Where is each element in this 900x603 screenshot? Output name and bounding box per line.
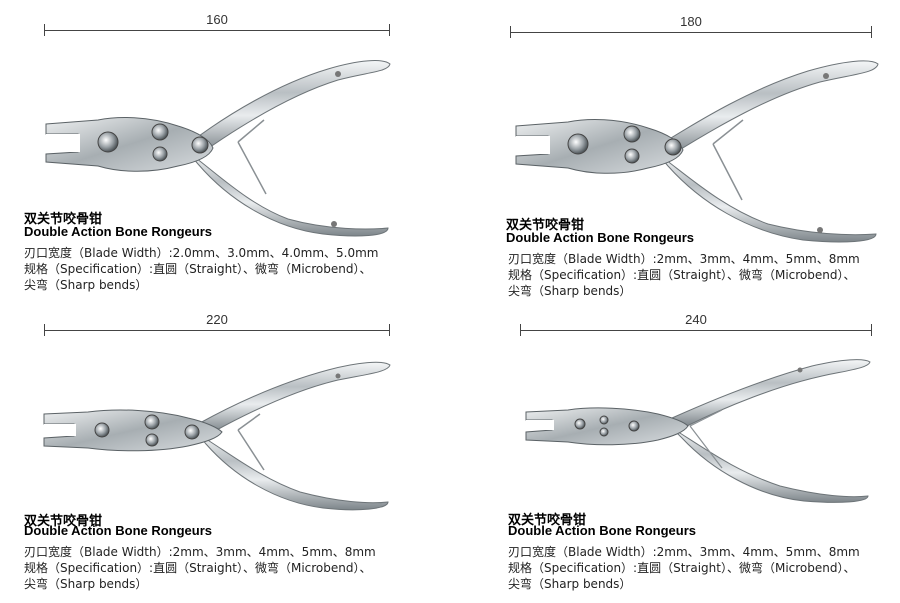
spec-line-blade-width: 刃口宽度（Blade Width）:2mm、3mm、4mm、5mm、8mm <box>24 545 376 559</box>
dimension-bar: 180 <box>510 14 872 44</box>
spec-line-sharp-bends: 尖弯（Sharp bends） <box>508 577 632 591</box>
product-title-en: Double Action Bone Rongeurs <box>506 230 695 245</box>
spec-line-sharp-bends: 尖弯（Sharp bends） <box>508 284 632 298</box>
spec-line-sharp-bends: 尖弯（Sharp bends） <box>24 577 148 591</box>
product-panel-160: 160 双关节咬骨钳 Double Action Bone Rongeurs 刃… <box>0 0 450 300</box>
product-title-cn: 双关节咬骨钳 <box>506 218 585 233</box>
spec-line-blade-width: 刃口宽度（Blade Width）:2mm、3mm、4mm、5mm、8mm <box>508 252 860 266</box>
product-panel-180: 180 双关节咬骨钳 Double Action Bone Rongeurs 刃… <box>450 0 900 300</box>
product-title-cn: 双关节咬骨钳 <box>24 212 103 227</box>
product-title-en: Double Action Bone Rongeurs <box>24 523 213 538</box>
product-title-en: Double Action Bone Rongeurs <box>508 523 697 538</box>
dimension-bar: 220 <box>44 312 390 342</box>
dimension-label: 240 <box>685 312 707 327</box>
product-panel-240: 240 双关节咬骨钳 Double Action Bone Rongeurs 刃… <box>450 300 900 603</box>
dimension-bar: 240 <box>520 312 872 342</box>
dimension-label: 160 <box>206 12 228 27</box>
spec-line-blade-width: 刃口宽度（Blade Width）:2mm、3mm、4mm、5mm、8mm <box>508 545 860 559</box>
spec-line-specification: 规格（Specification）:直圆（Straight）、微弯（Microb… <box>24 262 372 276</box>
spec-line-sharp-bends: 尖弯（Sharp bends） <box>24 278 148 292</box>
rongeur-image <box>43 361 391 511</box>
rongeur-image <box>525 359 871 503</box>
product-title-en: Double Action Bone Rongeurs <box>24 224 213 239</box>
spec-line-specification: 规格（Specification）:直圆（Straight）、微弯（Microb… <box>508 268 856 282</box>
product-panel-220: 220 双关节咬骨钳 Double Action Bone Rongeurs 刃… <box>0 300 450 603</box>
spec-line-specification: 规格（Specification）:直圆（Straight）、微弯（Microb… <box>24 561 372 575</box>
rongeur-image <box>45 60 391 237</box>
spec-line-blade-width: 刃口宽度（Blade Width）:2.0mm、3.0mm、4.0mm、5.0m… <box>24 246 379 260</box>
spec-line-specification: 规格（Specification）:直圆（Straight）、微弯（Microb… <box>508 561 856 575</box>
dimension-label: 220 <box>206 312 228 327</box>
product-title-cn: 双关节咬骨钳 <box>24 514 103 529</box>
rongeur-image <box>515 60 879 243</box>
dimension-label: 180 <box>680 14 702 29</box>
product-title-cn: 双关节咬骨钳 <box>508 513 587 528</box>
dimension-bar: 160 <box>44 12 390 42</box>
